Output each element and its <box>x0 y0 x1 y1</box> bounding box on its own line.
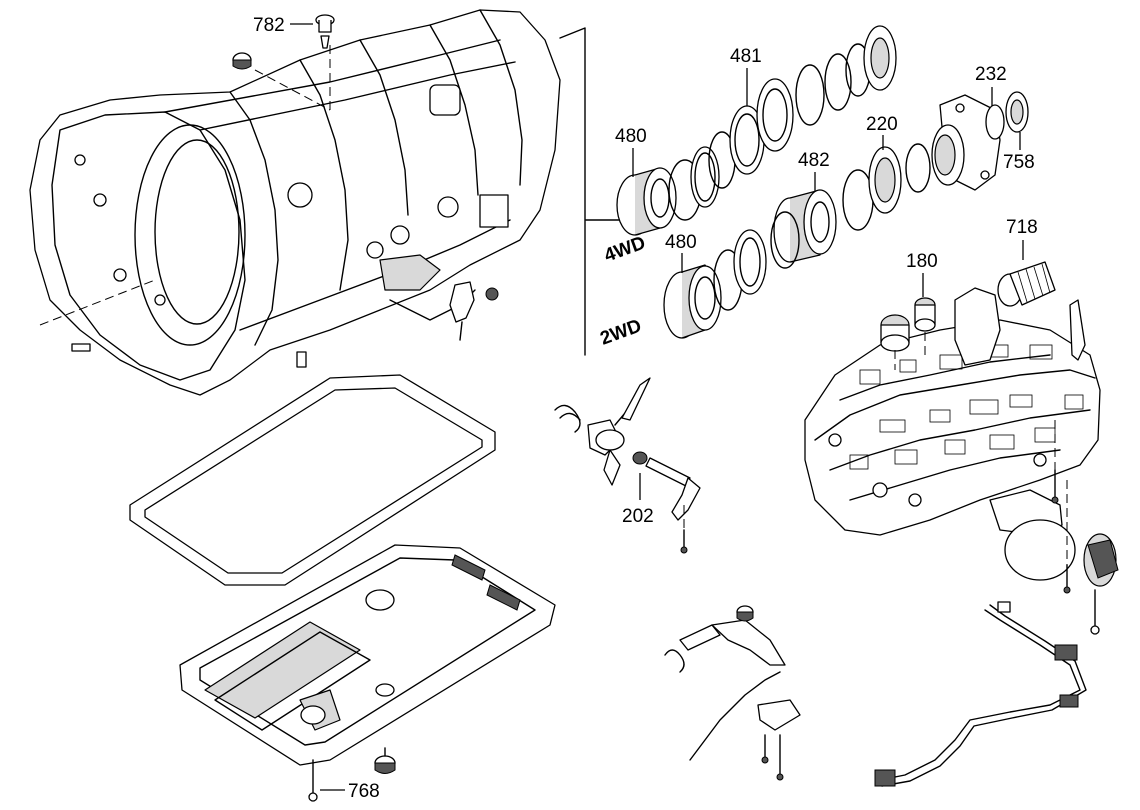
wiring-harness <box>874 601 1087 787</box>
callout-718: 718 <box>1006 217 1038 238</box>
oil-pan-gasket <box>129 374 496 586</box>
part-782-plug <box>315 14 335 49</box>
label-4wd: 4WD <box>602 233 649 267</box>
callout-768: 768 <box>348 781 380 802</box>
transmission-housing <box>29 9 561 396</box>
callout-232: 232 <box>975 64 1007 85</box>
variant-bracket <box>559 27 586 356</box>
callout-480-top: 480 <box>615 126 647 147</box>
callout-220: 220 <box>866 114 898 135</box>
valve-body <box>804 287 1119 635</box>
callout-782: 782 <box>253 15 285 36</box>
2wd-seal-stack <box>663 211 800 339</box>
callout-480-bottom: 480 <box>665 232 697 253</box>
part-718-solenoid <box>997 261 1056 307</box>
label-2wd: 2WD <box>598 316 645 350</box>
callout-481: 481 <box>730 46 762 67</box>
park-linkage <box>664 605 801 781</box>
4wd-seal-stack <box>616 25 1029 263</box>
callout-180: 180 <box>906 251 938 272</box>
oil-pan <box>179 544 556 802</box>
part-180-seals <box>880 297 936 370</box>
callout-202: 202 <box>622 506 654 527</box>
part-202-selector-shaft <box>554 377 701 554</box>
callout-758: 758 <box>1003 152 1035 173</box>
callout-482: 482 <box>798 150 830 171</box>
